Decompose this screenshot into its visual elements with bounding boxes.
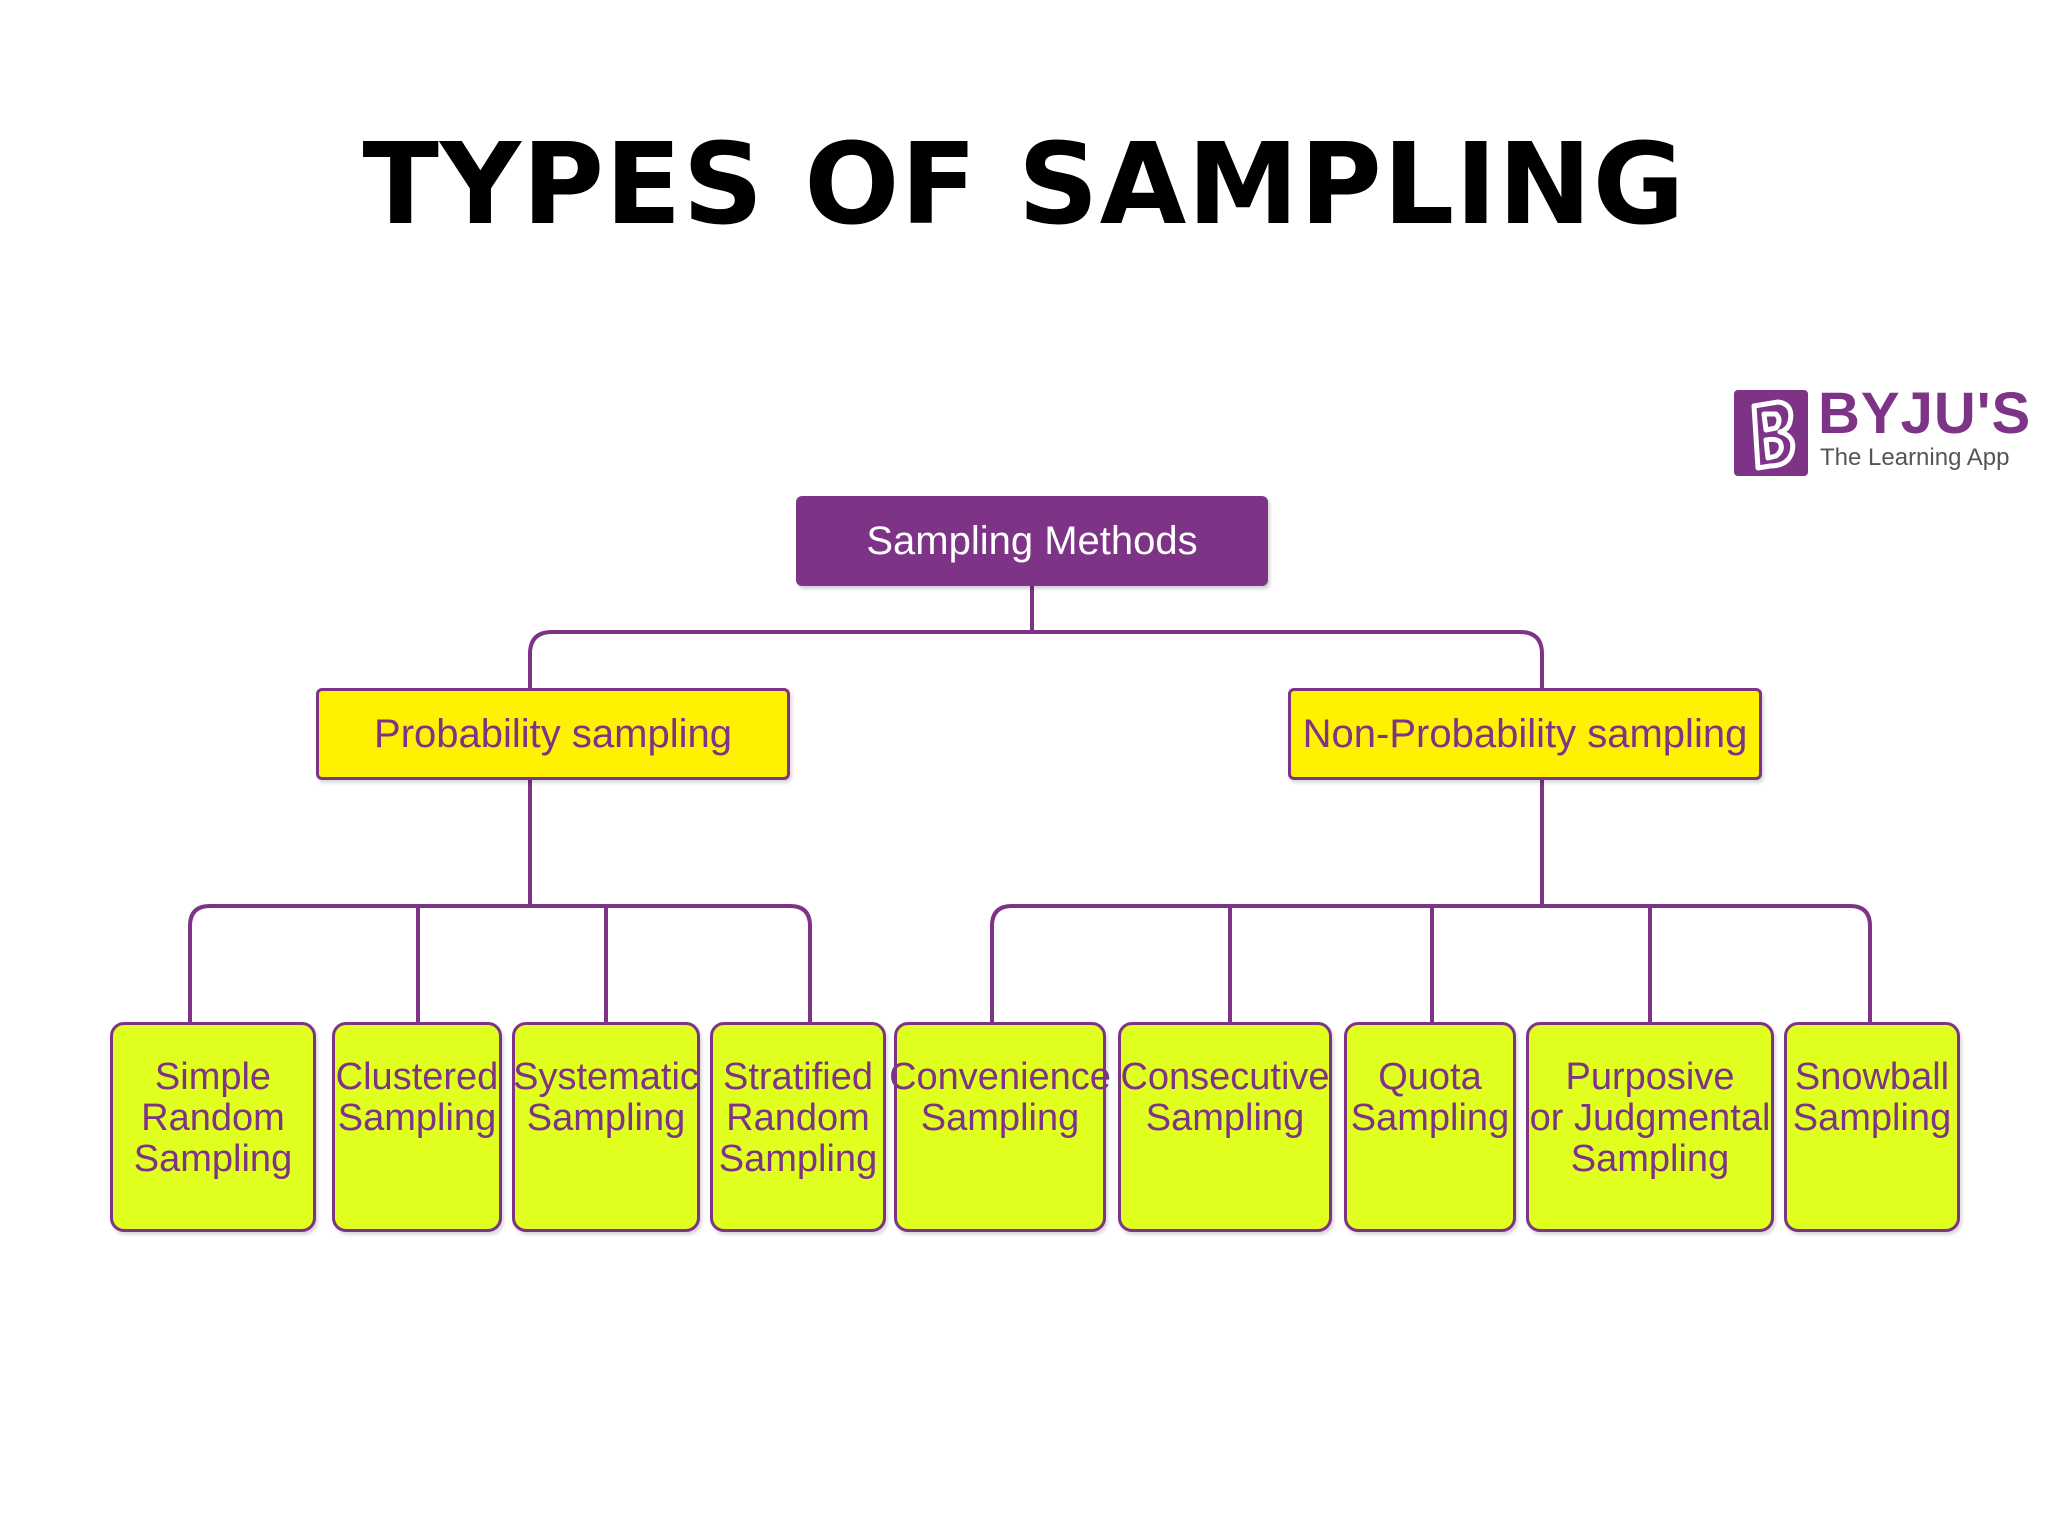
leaf-label: Simple Random Sampling [133,1056,293,1180]
connector-root-bracket [528,630,1544,690]
node-consecutive-sampling: Consecutive Sampling [1118,1022,1332,1232]
node-systematic-sampling: Systematic Sampling [512,1022,700,1232]
slide-title: TYPES OF SAMPLING [362,120,1686,250]
node-probability-sampling-label: Probability sampling [374,711,732,756]
leaf-label: Stratified Random Sampling [718,1056,878,1180]
node-non-probability-sampling: Non-Probability sampling [1288,688,1762,780]
node-sampling-methods: Sampling Methods [796,496,1268,586]
node-sampling-methods-label: Sampling Methods [866,518,1198,563]
node-simple-random-sampling: Simple Random Sampling [110,1022,316,1232]
node-purposive-judgmental-sampling: Purposive or Judgmental Sampling [1526,1022,1774,1232]
connector-probability-bracket [188,904,812,1022]
leaf-label: Consecutive Sampling [1120,1056,1330,1139]
leaf-label: Purposive or Judgmental Sampling [1529,1056,1771,1180]
leaf-label: Clustered Sampling [335,1056,499,1139]
node-quota-sampling: Quota Sampling [1344,1022,1516,1232]
node-probability-sampling: Probability sampling [316,688,790,780]
node-non-probability-sampling-label: Non-Probability sampling [1302,711,1748,756]
leaf-label: Quota Sampling [1350,1056,1510,1139]
node-stratified-random-sampling: Stratified Random Sampling [710,1022,886,1232]
logo-tagline: The Learning App [1820,444,2010,471]
node-snowball-sampling: Snowball Sampling [1784,1022,1960,1232]
node-convenience-sampling: Convenience Sampling [889,1022,1111,1232]
byjus-logo: B BYJU'S The Learning App [1734,381,2030,480]
leaf-label: Snowball Sampling [1792,1056,1952,1139]
leaf-label: Convenience Sampling [889,1056,1111,1139]
node-clustered-sampling: Clustered Sampling [332,1022,502,1232]
logo-name: BYJU'S [1818,381,2032,446]
leaf-label: Systematic Sampling [513,1056,699,1139]
byjus-logo-mark: B [1734,390,1808,476]
